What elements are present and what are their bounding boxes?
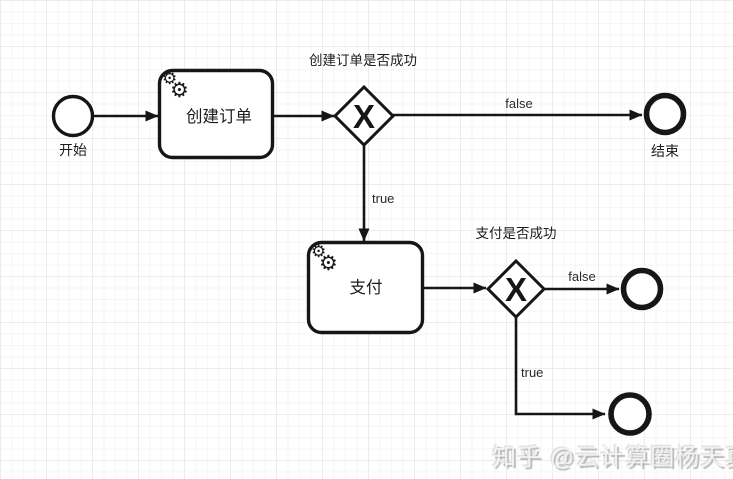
end-event-label: 结束 [651, 143, 679, 159]
gear-icon: ⚙ [170, 79, 189, 102]
gateway-pay-diamond [485, 258, 547, 320]
edge-label-order-false: false [505, 96, 532, 111]
flow-gateway-pay-true [514, 318, 606, 420]
start-event-label: 开始 [59, 142, 87, 158]
gateway-order-label: 创建订单是否成功 [309, 53, 417, 68]
task-pay [306, 240, 425, 335]
end-event-circle [620, 267, 664, 311]
edge-label-pay-true: true [521, 365, 543, 380]
start-event-circle [51, 94, 95, 138]
gear-icon: ⚙ [319, 252, 338, 275]
watermark: 知乎 @云计算圈杨天真 [492, 444, 733, 471]
end-event-circle [608, 392, 652, 436]
task-create-order [157, 68, 275, 160]
edge-label-pay-false: false [568, 269, 595, 284]
gateway-pay-label: 支付是否成功 [476, 226, 557, 241]
exclusive-gateway-x-icon: X [353, 98, 375, 135]
task-create-order-label: 创建订单 [186, 107, 252, 126]
task-pay-label: 支付 [350, 278, 383, 297]
end-event-circle [643, 92, 687, 136]
edge-label-order-true: true [372, 191, 394, 206]
exclusive-gateway-x-icon: X [505, 271, 527, 308]
gateway-order-diamond [332, 84, 396, 148]
gear-icon: ⚙ [311, 242, 326, 261]
gear-icon: ⚙ [162, 69, 177, 88]
